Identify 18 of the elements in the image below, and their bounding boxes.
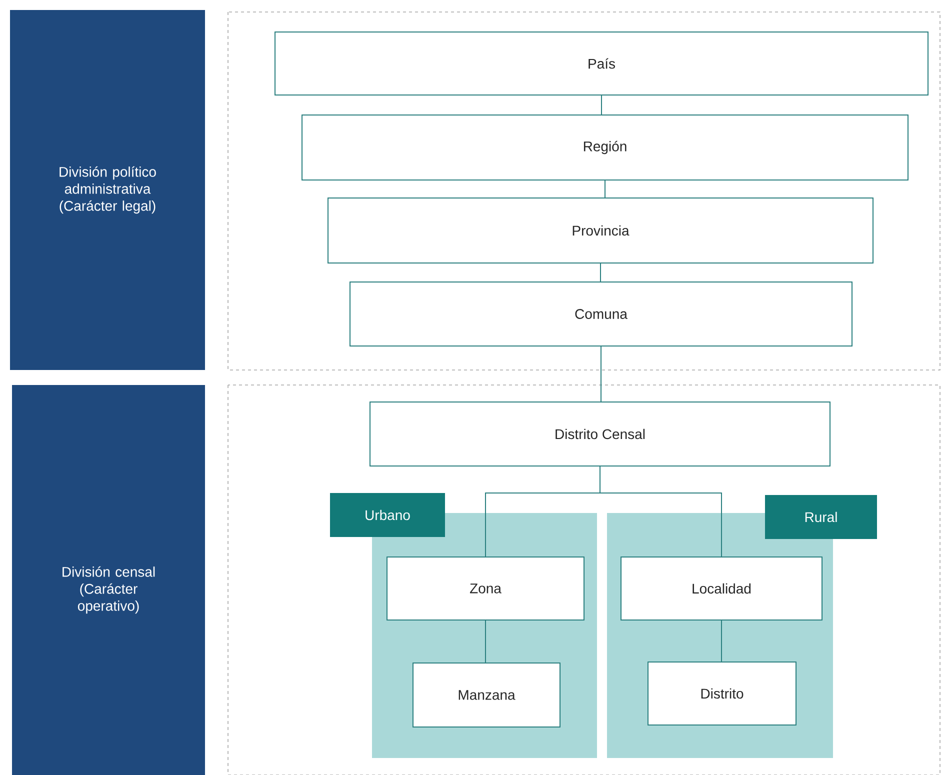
level-box: Provincia [328,198,874,264]
level-box: Localidad [620,556,822,620]
section-band: División político administrativa (Carácter legal) [10,10,205,370]
connector-line [601,95,602,115]
level-box: Manzana [412,662,560,728]
level-box: Región [302,114,908,180]
level-box: Comuna [350,282,852,346]
connector-line [721,620,722,662]
connector-line [600,346,602,402]
connector-line [600,466,722,557]
connector-line [485,620,486,663]
level-box: Zona [386,556,584,620]
level-box: Distrito Censal [370,402,830,466]
connector-line [600,263,601,282]
section-band: División censal (Carácter operativo) [12,385,205,775]
level-box: Distrito [648,662,796,726]
level-box: País [274,32,928,96]
connector-line [604,180,606,198]
